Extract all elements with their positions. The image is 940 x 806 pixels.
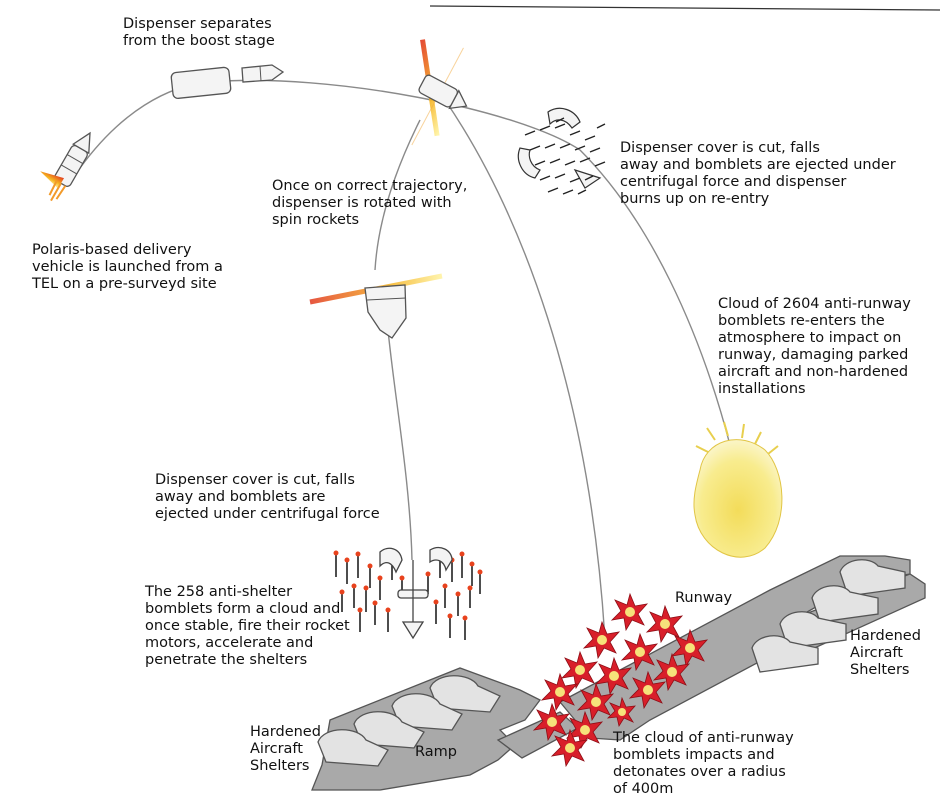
dispenser-path-left bbox=[374, 119, 421, 271]
opened-dispenser-low bbox=[379, 546, 453, 640]
spinning-dispenser-top bbox=[411, 39, 468, 146]
caption-cover-cut-runway: Dispenser cover is cut, falls away and b… bbox=[620, 140, 896, 207]
top-border-line bbox=[429, 5, 940, 11]
separated-stages bbox=[170, 64, 285, 100]
caption-impact: The cloud of anti-runway bomblets impact… bbox=[613, 730, 794, 797]
launch-vehicle bbox=[40, 131, 91, 202]
dispenser-path-right bbox=[444, 99, 606, 641]
caption-cloud-2604: Cloud of 2604 anti-runway bomblets re-en… bbox=[718, 296, 911, 397]
label-ramp: Ramp bbox=[415, 744, 457, 760]
hardened-shelters-left bbox=[317, 675, 501, 767]
anti-shelter-bomblets bbox=[335, 555, 481, 640]
spinning-dispenser-mid bbox=[309, 273, 443, 339]
label-shelters-left: Hardened Aircraft Shelters bbox=[250, 724, 321, 774]
bomblet-cluster-high bbox=[524, 117, 606, 195]
label-shelters-right: Hardened Aircraft Shelters bbox=[850, 628, 921, 678]
bomblet-cloud-reentry bbox=[693, 421, 783, 558]
label-runway: Runway bbox=[675, 590, 733, 606]
main-ascent-arc bbox=[74, 79, 581, 176]
caption-anti-shelter-258: The 258 anti-shelter bomblets form a clo… bbox=[145, 584, 350, 668]
dispenser-drop-line bbox=[387, 329, 413, 561]
hardened-shelters-right bbox=[751, 559, 906, 673]
caption-cover-cut-shelter: Dispenser cover is cut, falls away and b… bbox=[155, 472, 380, 522]
runway-descent-arc bbox=[579, 149, 731, 446]
caption-launch: Polaris-based delivery vehicle is launch… bbox=[32, 242, 223, 292]
caption-spin-rockets: Once on correct trajectory, dispenser is… bbox=[272, 178, 468, 228]
caption-separation: Dispenser separates from the boost stage bbox=[123, 16, 275, 49]
detonation-bursts bbox=[532, 592, 709, 768]
anti-shelter-flames bbox=[333, 550, 483, 621]
